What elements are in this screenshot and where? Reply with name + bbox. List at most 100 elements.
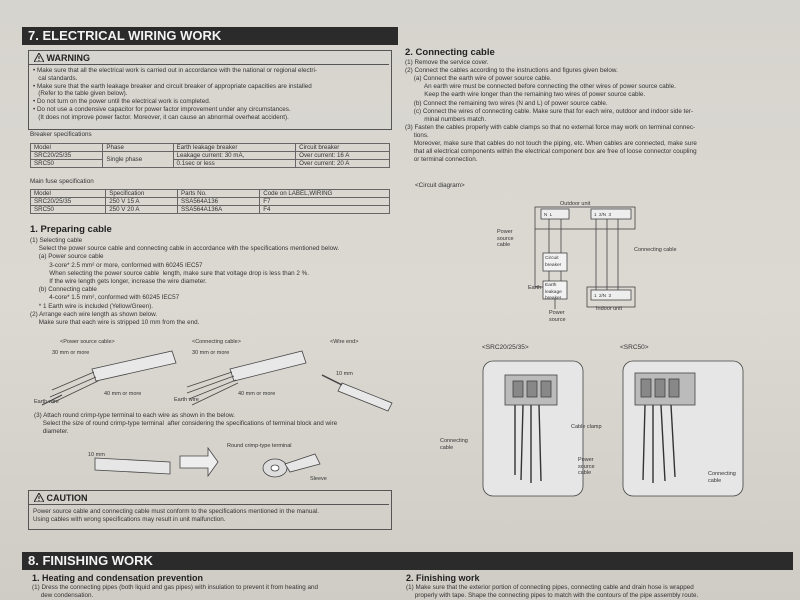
text-line: (a) Power source cable [30, 253, 104, 261]
table-cell: Over current: 20 A [295, 159, 390, 168]
text-line: • Do not turn on the power until the ele… [33, 98, 211, 106]
table-cell: 250 V 20 A [105, 205, 178, 214]
fig-end-label: <Wire end> [330, 339, 359, 345]
len-40-a: 40 mm or more [104, 391, 142, 397]
finish-line-2: properly with tape. Shape the connecting… [406, 592, 699, 599]
text-line: or terminal connection. [405, 156, 478, 164]
table-cell: Single phase [102, 151, 174, 168]
table-header-cell: Circuit breaker [295, 143, 390, 152]
text-line: tions. [405, 131, 429, 139]
indoor-unit-label: Indoor unit [596, 306, 622, 312]
text-line: (1) Remove the service cover. [405, 59, 489, 66]
text-line: that all electrical components within th… [405, 148, 697, 156]
table-header-cell: Code on LABEL,WIRING [259, 189, 390, 198]
table-cell: SSA564A136 [176, 197, 261, 206]
earth-wire-b: Earth wire [174, 397, 199, 403]
terminal-nl: N L [544, 212, 553, 217]
text-line: Keep the earth wire longer than the rema… [405, 91, 646, 99]
connecting-heading: 2. Connecting cable [405, 47, 495, 58]
text-line: Select the power source cable and connec… [30, 245, 340, 253]
terminal-outdoor: 1 2/N 3 [594, 212, 612, 217]
text-line: Using cables with wrong specifications m… [33, 516, 226, 523]
text-line: (2) Connect the cables according to the … [405, 67, 618, 75]
text-line: Make sure that each wire is stripped 10 … [30, 319, 200, 326]
earth-wire-a: Earth wire [34, 399, 59, 405]
text-line: • Make sure that all the electrical work… [33, 67, 317, 74]
table-header-cell: Parts No. [176, 189, 261, 198]
cable-illustrations [41, 350, 393, 412]
table-cell: Leakage current: 30 mA, [172, 151, 297, 160]
text-line: (b) Connect the remaining two wires (N a… [405, 99, 608, 107]
text-line: minal numbers match. [405, 115, 487, 123]
text-line: An earth wire must be connected before c… [405, 83, 676, 91]
table-cell: SRC20/25/35 [29, 197, 107, 206]
finishing-section-title: 8. FINISHING WORK [22, 552, 793, 570]
text-line: (2) Arrange each wire length as shown be… [30, 310, 158, 318]
connecting-cable-diagram-label: Connecting cable [634, 247, 677, 253]
text-line: diameter. [34, 428, 69, 436]
table-header-cell: Model [29, 143, 104, 152]
power-source-cable-label: Power source cable [497, 229, 514, 248]
terminal-indoor: 1 2/N 3 [594, 293, 612, 298]
table-cell: F7 [259, 197, 390, 206]
table-header-cell: Phase [102, 143, 174, 152]
heating-line-2: dew condensation. [32, 592, 94, 599]
caution-heading: CAUTION [33, 491, 88, 503]
text-line: • Make sure that the earth leakage break… [33, 82, 312, 90]
caution-icon [33, 491, 45, 503]
finish-line-1: (1) Make sure that the exterior portion … [406, 584, 694, 591]
power-source-label: Power source [549, 310, 566, 323]
heating-heading: 1. Heating and condensation prevention [32, 573, 204, 583]
circuit-diagram [534, 206, 636, 309]
finish-heading: 2. Finishing work [406, 573, 480, 583]
warning-icon [33, 51, 45, 63]
text-line: • Do not use a condensive capacitor for … [33, 106, 291, 113]
fig-power-label: <Power source cable> [60, 339, 115, 345]
text-line: 4-core* 1.5 mm², conformed with 60245 IE… [30, 294, 180, 302]
table-cell: SRC50 [29, 205, 107, 214]
len-10-b: 10 mm [88, 452, 105, 458]
src-big-label: <SRC50> [620, 344, 649, 351]
fuse-label: Main fuse specification [30, 178, 94, 185]
table-cell: F4 [259, 205, 390, 214]
table-header-cell: Earth leakage breaker [172, 143, 297, 152]
conn-cable-right-label: Connecting cable [708, 471, 736, 484]
outdoor-unit-label: Outdoor unit [560, 201, 591, 207]
text-line: (c) Connect the wires of connecting cabl… [405, 107, 694, 115]
warning-heading: WARNING [33, 51, 90, 63]
breaker-label: Breaker specifications [30, 131, 92, 138]
text-line: (3) Attach round crimp-type terminal to … [34, 412, 235, 419]
text-line: * 1 Earth wire is included (Yellow/Green… [30, 302, 153, 310]
table-cell: SRC50 [29, 159, 104, 168]
section-title: 7. ELECTRICAL WIRING WORK [22, 27, 398, 45]
fig-conn-label: <Connecting cable> [192, 339, 241, 345]
earth-leakage-label: Earth leakage breaker [545, 283, 562, 301]
earth-label: Earth [528, 285, 542, 291]
text-line: When selecting the power source cable le… [30, 269, 309, 277]
table-cell: SSA564A136A [176, 205, 261, 214]
text-line: 3-core* 2.5 mm² or more, conformed with … [30, 261, 203, 269]
table-cell: 250 V 15 A [105, 197, 178, 206]
table-cell: Over current: 16 A [295, 151, 390, 160]
len-30-a: 30 mm or more [52, 350, 90, 356]
heating-line-1: (1) Dress the connecting pipes (both liq… [32, 584, 318, 591]
text-line: (b) Connecting cable [30, 286, 97, 294]
src-small-label: <SRC20/25/35> [482, 344, 529, 351]
power-cable-photo-label: Power source cable [578, 457, 595, 476]
len-30-b: 30 mm or more [192, 350, 230, 356]
text-line: (1) Selecting cable [30, 237, 83, 244]
table-header-cell: Model [29, 189, 107, 198]
table-header-cell: Specification [105, 189, 178, 198]
table-cell: 0.1sec or less [172, 159, 297, 168]
text-line: Power source cable and connecting cable … [33, 508, 319, 515]
len-10: 10 mm [336, 371, 353, 377]
table-cell: SRC20/25/35 [29, 151, 104, 160]
